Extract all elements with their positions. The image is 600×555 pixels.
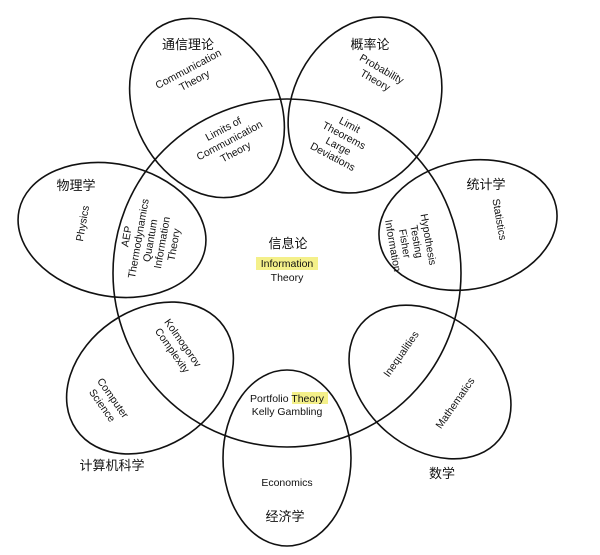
mathematics-zh: 数学 <box>429 466 455 482</box>
statistics-overlap-3: Fisher <box>396 228 413 259</box>
physics-outer-1: Physics <box>74 205 92 243</box>
highlight <box>292 392 328 404</box>
economics-zh: 经济学 <box>265 509 304 525</box>
mathematics-overlap-1: Inequalities <box>381 329 421 379</box>
statistics-zh: 统计学 <box>466 177 505 193</box>
statistics-ellipse <box>378 158 558 292</box>
center-line1: Information <box>261 258 314 270</box>
probability-zh: 概率论 <box>350 37 389 53</box>
probability-ellipse <box>287 16 443 194</box>
mathematics-ellipse <box>348 304 512 460</box>
economics-overlap-1: Portfolio Theory <box>250 393 325 405</box>
computer-science-ellipse <box>65 301 235 455</box>
physics-ellipse <box>17 161 207 299</box>
center-zh: 信息论 <box>268 236 307 252</box>
computer-science-zh: 计算机科学 <box>79 458 144 474</box>
physics-overlap-5: Theory <box>166 227 184 262</box>
economics-ellipse <box>222 369 352 547</box>
mathematics-outer-1: Mathematics <box>434 375 478 431</box>
communication-ellipse <box>128 17 286 199</box>
highlight <box>256 257 318 270</box>
economics-overlap-2: Kelly Gambling <box>252 406 323 418</box>
communication-zh: 通信理论 <box>162 38 214 53</box>
center-line2: Theory <box>271 272 304 284</box>
center-circle <box>112 98 462 448</box>
statistics-outer-1: Statistics <box>489 198 508 241</box>
statistics-overlap-2: Testing <box>407 224 425 259</box>
economics-outer-1: Economics <box>261 477 312 489</box>
physics-zh: 物理学 <box>56 178 95 194</box>
physics-overlap-1: AEP <box>119 225 134 248</box>
